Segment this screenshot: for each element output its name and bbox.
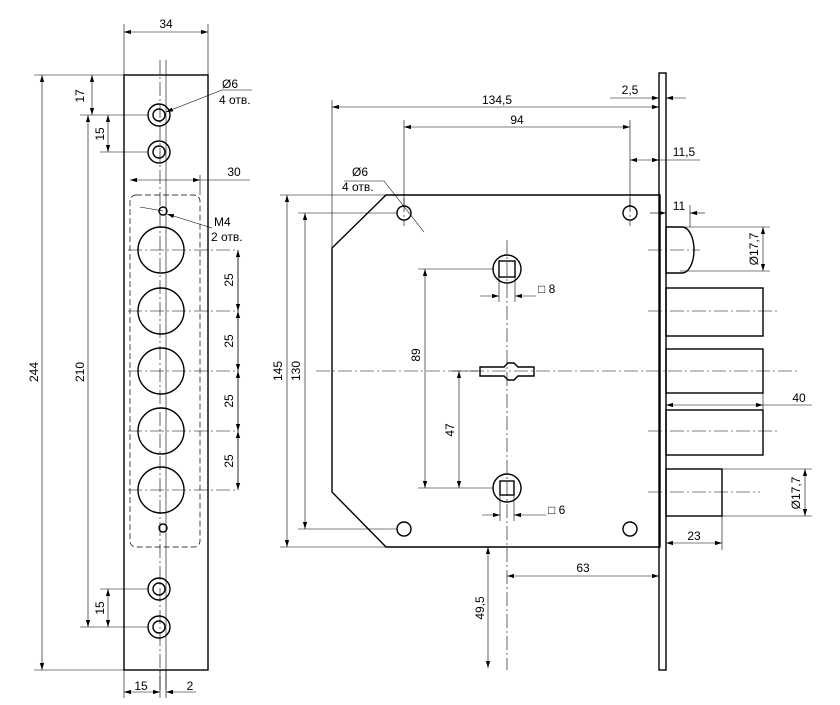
deadbolt <box>665 468 723 517</box>
backset-label: 63 <box>576 561 590 575</box>
spindle-square <box>498 260 516 278</box>
strip-hole-inner <box>152 108 166 122</box>
strip-thread-count-label: 2 отв. <box>211 230 243 244</box>
spindle-square-label: □ 8 <box>538 282 556 296</box>
strip-hole-inner <box>152 145 166 159</box>
pin-pitch-label: 25 <box>222 273 236 287</box>
spindle-distance-label: 89 <box>409 348 423 362</box>
strip-hole-count-label: 4 отв. <box>219 93 251 107</box>
strip-top-pitch-label: 15 <box>93 127 107 141</box>
body-hole-diameter-label: Ø6 <box>352 165 368 179</box>
m4-hole <box>158 523 168 533</box>
bolt <box>665 409 764 456</box>
body-length-label: 134,5 <box>482 93 512 107</box>
hole-height-label: 130 <box>289 361 303 381</box>
hole-inset-label: 11,5 <box>673 145 696 159</box>
strip-hole <box>147 615 171 639</box>
strip-hole-diameter-label: Ø6 <box>222 77 238 91</box>
body-hole <box>622 521 638 537</box>
strip-edge-offset-label: 15 <box>134 679 148 693</box>
pin-pitch-label: 25 <box>222 454 236 468</box>
body-hole <box>396 521 412 537</box>
key-distance-label: 47 <box>443 423 457 437</box>
bolt-throw-label: 40 <box>792 391 806 405</box>
strip-hole <box>147 577 171 601</box>
m4-hole <box>158 206 168 216</box>
strip-bottom-pitch-label: 15 <box>93 601 107 615</box>
latch-offset-label: 11 <box>673 199 686 213</box>
strip-top-offset-label: 17 <box>73 89 87 103</box>
follower-square-label: □ 6 <box>548 503 566 517</box>
deadbolt-diameter-label: Ø17,7 <box>789 476 803 509</box>
pin-pitch-label: 25 <box>222 334 236 348</box>
strip-hole-inner <box>152 582 166 596</box>
body-hole-count-label: 4 отв. <box>342 180 374 194</box>
strip-inner-width-label: 30 <box>227 165 241 179</box>
strip-thread-label: M4 <box>214 215 231 229</box>
strip-hole <box>147 103 171 127</box>
strip-hole-inner <box>152 620 166 634</box>
keyhole <box>479 362 535 381</box>
hole-spacing-label: 94 <box>510 113 524 127</box>
deadbolt-throw-label: 23 <box>687 529 701 543</box>
bolt <box>665 287 764 337</box>
strip-slot-offset-label: 2 <box>187 679 194 693</box>
latch <box>665 226 695 274</box>
body-height-label: 145 <box>271 361 285 381</box>
strip-width-label: 34 <box>159 17 173 31</box>
pin-pitch-label: 25 <box>222 394 236 408</box>
strip-span-label: 210 <box>73 362 87 382</box>
strip-hole <box>147 140 171 164</box>
strip-height-label: 244 <box>27 362 41 382</box>
bottom-offset-label: 49,5 <box>473 596 487 620</box>
latch-diameter-label: Ø17,7 <box>747 232 761 265</box>
faceplate-thickness-label: 2,5 <box>622 83 639 97</box>
strip-view: 34 244 210 17 15 15 30 25 25 <box>27 17 252 698</box>
body-view: 134,5 2,5 94 11,5 145 130 89 47 <box>271 72 812 671</box>
